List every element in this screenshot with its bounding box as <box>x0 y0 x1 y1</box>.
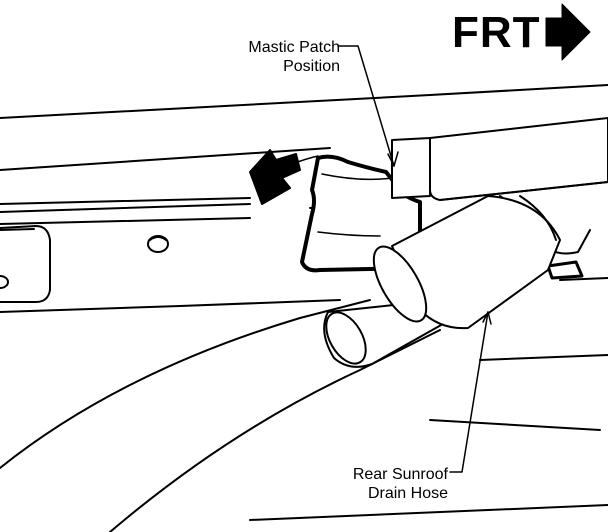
pointer-arrow-icon <box>249 149 301 205</box>
mastic-patch-label-line1: Mastic Patch <box>248 39 340 56</box>
mastic-leader-line <box>337 45 395 167</box>
drain-hose-label: Rear Sunroof Drain Hose <box>353 465 448 503</box>
bracket-hole <box>0 275 9 289</box>
mastic-patch-label: Mastic Patch Position <box>248 38 340 76</box>
sunroof-frame <box>391 117 608 201</box>
hose-leader-line <box>449 311 489 473</box>
drain-hose-label-line2: Drain Hose <box>367 485 448 502</box>
body-bracket <box>0 225 51 303</box>
front-direction-label: FRT <box>452 8 541 57</box>
right-arrow-icon <box>545 3 591 61</box>
drain-hose-label-line1: Rear Sunroof <box>352 466 448 483</box>
roof-panel-lines <box>0 84 608 521</box>
drain-hose <box>0 195 561 532</box>
mastic-patch-label-line2: Position <box>283 58 340 75</box>
